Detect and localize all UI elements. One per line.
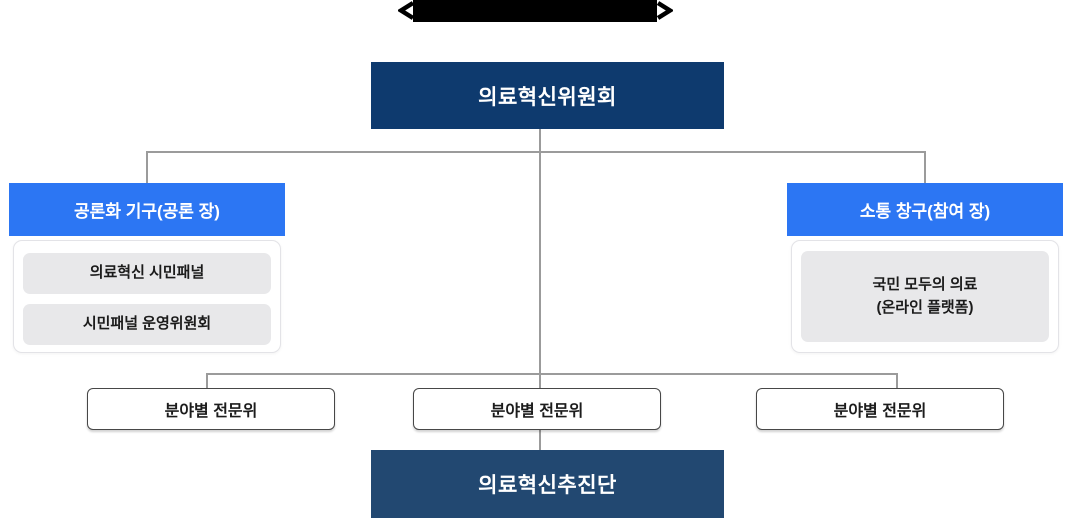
bottom-box-promotion-task-force: 의료혁신추진단	[371, 450, 724, 518]
list-item: 의료혁신 시민패널	[23, 253, 271, 294]
bottom-box-label: 의료혁신추진단	[478, 474, 617, 497]
connector-committee-horizontal	[206, 373, 898, 375]
committee-box-label: 분야별 전문위	[164, 403, 258, 420]
list-item: 시민패널 운영위원회	[23, 304, 271, 345]
chevron-right-icon	[655, 1, 673, 20]
branch-header-label: 소통 창구(참여 장)	[859, 202, 991, 221]
card-communication-channel: 국민 모두의 의료 (온라인 플랫폼)	[791, 240, 1059, 353]
connector-center-spine	[539, 129, 541, 450]
chevron-left-icon	[398, 1, 416, 20]
list-item-label: 시민패널 운영위원회	[82, 315, 212, 333]
list-item-label: 의료혁신 시민패널	[89, 264, 205, 282]
committee-box-label: 분야별 전문위	[833, 403, 927, 420]
committee-box-1: 분야별 전문위	[87, 388, 335, 430]
connector-top-horizontal	[146, 151, 926, 153]
committee-box-2: 분야별 전문위	[413, 388, 661, 430]
list-item: 국민 모두의 의료 (온라인 플랫폼)	[801, 251, 1049, 342]
branch-header-communication-channel: 소통 창구(참여 장)	[787, 183, 1063, 236]
list-item-label-line2: (온라인 플랫폼)	[876, 298, 974, 316]
connector-drop-right-branch	[924, 151, 926, 183]
list-item-label-line1: 국민 모두의 의료	[872, 276, 978, 293]
connector-drop-left-branch	[146, 151, 148, 183]
ribbon-banner	[413, 0, 657, 22]
root-box-medical-innovation-committee: 의료혁신위원회	[371, 62, 724, 129]
card-public-discussion: 의료혁신 시민패널 시민패널 운영위원회	[13, 240, 281, 353]
committee-box-label: 분야별 전문위	[490, 403, 584, 420]
connector-drop-left-committee	[206, 373, 208, 388]
root-box-label: 의료혁신위원회	[478, 85, 617, 109]
committee-box-3: 분야별 전문위	[756, 388, 1004, 430]
branch-header-public-discussion: 공론화 기구(공론 장)	[9, 183, 285, 236]
branch-header-label: 공론화 기구(공론 장)	[74, 202, 220, 221]
connector-drop-right-committee	[896, 373, 898, 388]
